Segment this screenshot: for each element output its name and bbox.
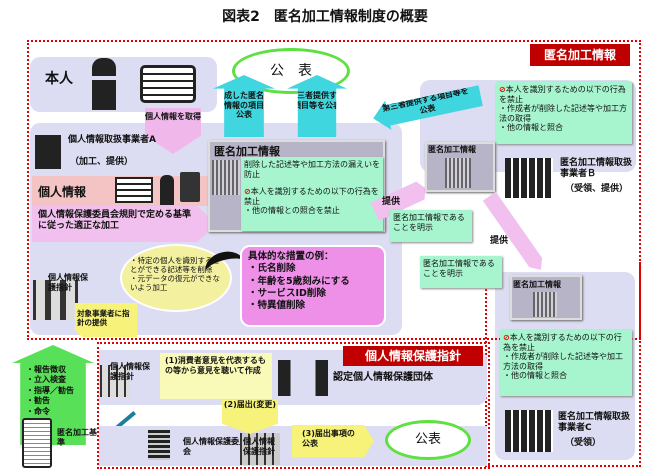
- standard-document-icon: [22, 418, 52, 468]
- business-c-note: ⊘本人を識別するための以下の行為を禁止 ・作成者が削除した記述等や加工方法の取得…: [500, 330, 632, 396]
- note-line: ・他の情報と照合: [499, 123, 563, 133]
- prohibited-icon: ⊘: [499, 85, 506, 94]
- business-c-name: 匿名加工情報取扱事業者C: [558, 412, 631, 433]
- business-b-note: ⊘本人を識別するための以下の行為を禁止 ・作成者が削除した記述等や加工方法の取得…: [496, 82, 632, 144]
- meeting-people-icon: [278, 360, 328, 396]
- enforcement-item: ・命令: [26, 406, 50, 416]
- measure-item: ・特異値削除: [248, 300, 306, 312]
- prohibited-icon: ⊘: [244, 187, 251, 197]
- id-card-icon: [140, 65, 196, 103]
- binder-icon: [240, 433, 280, 465]
- measure-item: ・サービスID削除: [248, 288, 326, 300]
- guideline-label-b: 個人情報保護指針: [110, 362, 150, 381]
- note-line: ⊘本人を識別するための以下の行為を禁止: [499, 85, 629, 104]
- binder-icon: [100, 365, 130, 397]
- personal-info-label: 個人情報: [38, 185, 87, 199]
- business-a-role: （加工、提供）: [70, 157, 134, 167]
- anon-info-title-b: 匿名加工情報: [428, 145, 476, 154]
- anon-section-frame: [27, 40, 641, 340]
- business-a-note: 削除した記述等や加工方法の漏えいを防止 ⊘本人を識別するための以下の行為を禁止 …: [241, 157, 383, 231]
- note-line: ・他の情報と照合: [503, 371, 567, 381]
- measures-title: 具体的な措置の例：: [248, 251, 334, 262]
- business-a-name: 個人情報取扱事業者A: [68, 135, 156, 145]
- provide-label-ab: 提供: [382, 197, 401, 207]
- provide-label-bc: 提供: [490, 236, 509, 246]
- publish-ellipse-bottom: 公表: [385, 420, 471, 460]
- ellipse-line-2: ・元データの復元ができないよう加工: [130, 274, 220, 292]
- provide-guideline-arrow: 対象事業者に指針の提供: [75, 303, 137, 337]
- standard-label: 匿名加工基準: [57, 428, 97, 447]
- note-line: ⊘本人を識別するための以下の行為を禁止: [503, 333, 629, 352]
- anon-data-icon: [533, 292, 557, 317]
- proper-processing-arrow: 個人情報保護委員会規則で定める基準に従った適正な加工: [32, 206, 216, 242]
- measures-box: 具体的な措置の例： ・氏名削除 ・年齢を5歳刻みにする ・サービスID削除 ・特…: [240, 245, 386, 327]
- enforcement-item: ・立入検査: [26, 375, 66, 385]
- enforcement-item: ・勧告: [26, 396, 50, 406]
- note-line: ・作成者が削除した記述等や加工方法の取得: [503, 352, 623, 371]
- commission-label: 個人情報保護委員会: [183, 437, 247, 456]
- anon-data-icon: [212, 160, 240, 195]
- passport-icon: [180, 172, 200, 202]
- commission-building-icon: [148, 430, 170, 460]
- explicit-note-b: 匿名加工情報であることを明示: [420, 256, 502, 288]
- guideline-section-label: 個人情報保護指針: [343, 346, 483, 366]
- publish-notified-arrow: (3)届出事項の公表: [292, 425, 374, 457]
- processing-ellipse: ・特定の個人を識別することができる記述等を削除 ・元データの復元ができないよう加…: [120, 244, 232, 312]
- building-icon-a: [35, 135, 61, 169]
- building-icon-b: [505, 158, 553, 198]
- id-card-icon: [115, 177, 153, 203]
- guideline-label-c: 個人情報保護指針: [243, 437, 275, 456]
- prohibited-icon: ⊘: [503, 333, 510, 342]
- anon-info-title-c: 匿名加工情報: [513, 280, 561, 289]
- explicit-note-a: 匿名加工情報であることを明示: [390, 210, 472, 242]
- anon-info-title-a: 匿名加工情報: [214, 145, 280, 158]
- figure-title: 図表2 匿名加工情報制度の概要: [222, 9, 428, 25]
- enforcement-item: ・報告徴収: [26, 365, 66, 374]
- business-b-role: （受領、提供）: [565, 184, 629, 194]
- person-icon: [92, 58, 116, 110]
- enforcement-item: ・指導／勧告: [26, 385, 74, 395]
- note-prohibit-text: 本人を識別するための以下の行為を禁止: [244, 187, 379, 206]
- measure-item: ・氏名削除: [248, 263, 296, 275]
- person-label: 本人: [45, 71, 73, 87]
- consult-note: (1)消費者意見を代表するもの等から意見を聴いて作成: [160, 353, 272, 399]
- org-name: 認定個人情報保護団体: [333, 372, 433, 383]
- business-b-name: 匿名加工情報取扱事業者Ｂ: [560, 158, 633, 179]
- person-icon: [160, 175, 174, 205]
- note-collation: ・他の情報との照合を禁止: [244, 206, 340, 216]
- ellipse-line-1: ・特定の個人を識別することができる記述等を削除: [130, 256, 220, 274]
- measure-item: ・年齢を5歳刻みにする: [248, 275, 350, 287]
- binder-icon: [33, 280, 78, 320]
- building-icon-c: [505, 410, 553, 452]
- anon-data-icon: [445, 158, 471, 188]
- note-text: 本人を識別するための以下の行為を禁止: [499, 85, 626, 104]
- business-c-role: （受領）: [565, 438, 602, 448]
- guideline-label-a: 個人情報保護指針: [48, 273, 88, 292]
- note-leak: 削除した記述等や加工方法の漏えいを防止: [244, 160, 380, 179]
- anon-section-label: 匿名加工情報: [530, 44, 630, 66]
- note-text: 本人を識別するための以下の行為を禁止: [503, 333, 622, 352]
- note-prohibit: ⊘本人を識別するための以下の行為を禁止: [244, 187, 380, 206]
- note-line: ・作成者が削除した記述等や加工方法の取得: [499, 104, 627, 123]
